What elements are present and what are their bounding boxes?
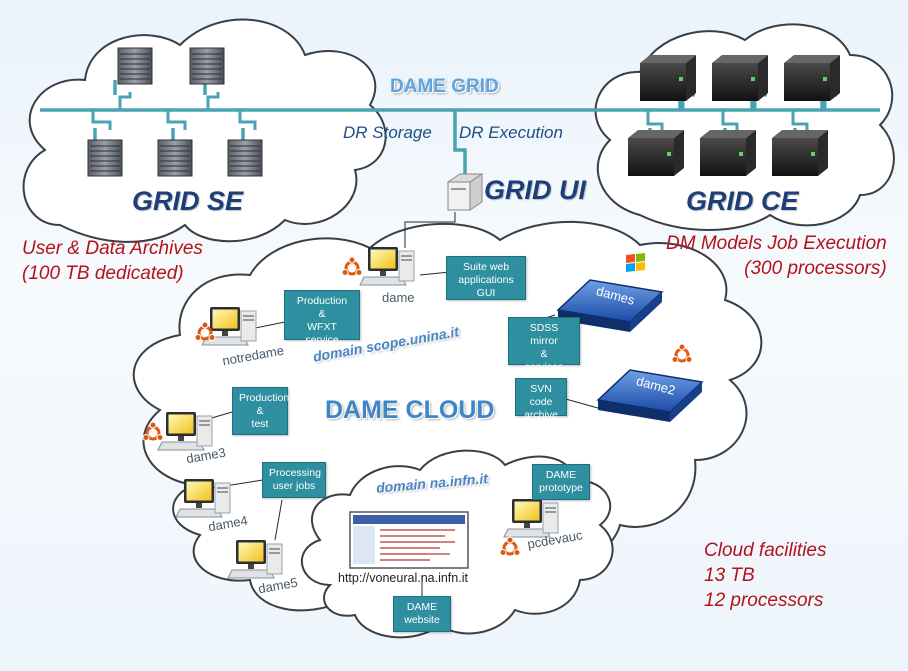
- dame-website-box: DAME website: [393, 596, 451, 632]
- windows-logo-icon: [626, 253, 645, 272]
- compute-server-icon: [712, 55, 768, 101]
- rack-server-icon: [596, 369, 704, 422]
- workstation-icon: [503, 498, 559, 538]
- server-rack-icon: [227, 139, 263, 177]
- compute-server-icon: [700, 130, 756, 176]
- dr-execution-label: DR Execution: [459, 123, 563, 142]
- workstation-icon: [175, 478, 231, 518]
- compute-server-icon: [784, 55, 840, 101]
- compute-server-icon: [640, 55, 696, 101]
- workstation-icon: [227, 539, 283, 579]
- server-rack-icon: [87, 139, 123, 177]
- voneural-url[interactable]: http://voneural.na.infn.it: [338, 571, 468, 585]
- user-data-archives-note: User & Data Archives (100 TB dedicated): [22, 238, 203, 284]
- rack-server-icon: [556, 279, 664, 332]
- suite-web-applications-box: Suite web applications GUI: [446, 256, 526, 300]
- web-page-thumbnail-icon: [349, 511, 469, 569]
- compute-server-icon: [628, 130, 684, 176]
- production-wfxt-box: Production & WFXT service: [284, 290, 360, 346]
- workstation-icon: [157, 411, 213, 451]
- server-rack-icon: [117, 47, 153, 85]
- grid-ce-label: GRID CE: [686, 186, 799, 216]
- grid-ui-server-icon: [446, 173, 484, 211]
- cloud-facilities-note: Cloud facilities 13 TB 12 processors: [704, 540, 827, 611]
- grid-ui-label: GRID UI: [484, 175, 587, 205]
- processing-user-jobs-box: Processing user jobs: [262, 462, 326, 498]
- dame-cloud-title: DAME CLOUD: [325, 396, 495, 424]
- production-test-box: Production & test: [232, 387, 289, 435]
- grid-se-label: GRID SE: [132, 186, 244, 216]
- server-rack-icon: [157, 139, 193, 177]
- dr-storage-label: DR Storage: [343, 123, 432, 142]
- dm-models-job-execution-note: DM Models Job Execution (300 processors): [666, 233, 887, 279]
- svn-code-archive-box: SVN code archive: [515, 378, 567, 421]
- compute-server-icon: [772, 130, 828, 176]
- host-dame: dame: [382, 290, 415, 305]
- sdss-mirror-box: SDSS mirror & services: [508, 317, 580, 373]
- grid-se-cloud-icon: [22, 18, 387, 243]
- dame-grid-title: DAME GRID: [390, 76, 499, 97]
- dame-prototype-box: DAME prototype: [532, 464, 590, 500]
- workstation-icon: [359, 246, 415, 286]
- server-rack-icon: [189, 47, 225, 85]
